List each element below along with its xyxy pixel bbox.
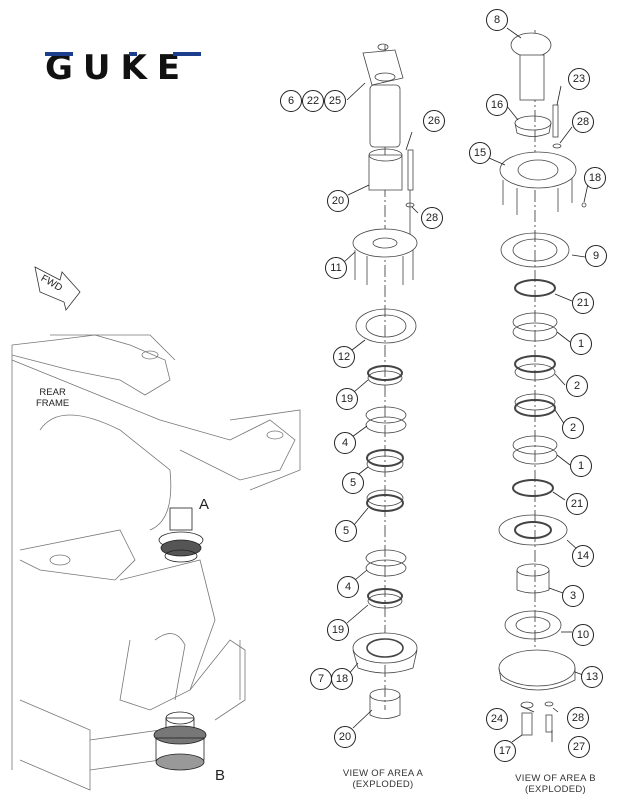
callout: 20 [327,190,349,212]
callout: 18 [331,668,353,690]
callout: 6 [280,90,302,112]
rear-frame-drawing [11,334,301,791]
callout: 15 [469,142,491,164]
fwd-arrow-icon [34,266,81,311]
callout: 8 [486,9,508,31]
logo-accent-bar [45,52,73,56]
view-b-caption: VIEW OF AREA B (EXPLODED) [488,773,623,795]
leader-lines [343,27,589,743]
callout: 18 [584,167,606,189]
area-a-marker: A [199,496,210,513]
view-a-caption-line2: (EXPLODED) [352,779,414,790]
callout: 10 [572,624,594,646]
view-b-parts [498,30,587,736]
brand-logo: GUKE [45,50,205,86]
logo-accent-bar-e [173,52,201,56]
callout: 28 [572,111,594,133]
callout: 9 [585,245,607,267]
callout: 20 [334,726,356,748]
view-a-caption-line1: VIEW OF AREA A [342,768,424,779]
callout: 16 [486,94,508,116]
callout: 14 [572,545,594,567]
area-a-assembly [158,507,204,563]
view-b-caption-line1: VIEW OF AREA B [515,773,596,784]
callout: 26 [423,110,445,132]
callout: 27 [568,736,590,758]
callout: 5 [342,472,364,494]
callout: 22 [302,90,324,112]
callout: 1 [570,455,592,477]
callout: 17 [494,740,516,762]
callout: 23 [568,68,590,90]
rear-frame-label: REAR FRAME [36,387,69,409]
callout: 3 [562,585,584,607]
callout: 24 [486,708,508,730]
callout: 21 [572,292,594,314]
callout: 12 [333,346,355,368]
view-b-caption-line2: (EXPLODED) [524,784,587,795]
callout: 5 [335,520,357,542]
logo-text: GUKE [45,48,191,88]
view-a-parts [352,43,418,719]
callout: 11 [325,257,347,279]
rear-frame-label-line2: FRAME [36,398,70,409]
logo-accent-dot [129,52,137,56]
callout: 4 [337,576,359,598]
callout: 19 [336,388,358,410]
area-b-assembly [153,711,207,771]
callout: 25 [324,90,346,112]
callout: 2 [566,375,588,397]
area-b-marker: B [215,767,226,784]
callout: 28 [567,707,589,729]
callout: 19 [327,619,349,641]
view-a-caption: VIEW OF AREA A (EXPLODED) [318,768,448,790]
callout: 2 [562,417,584,439]
callout: 13 [581,666,603,688]
callout: 1 [570,333,592,355]
callout: 28 [421,207,443,229]
rear-frame-label-line1: REAR [39,387,66,398]
callout: 7 [310,668,332,690]
callout: 4 [334,432,356,454]
callout: 21 [566,493,588,515]
